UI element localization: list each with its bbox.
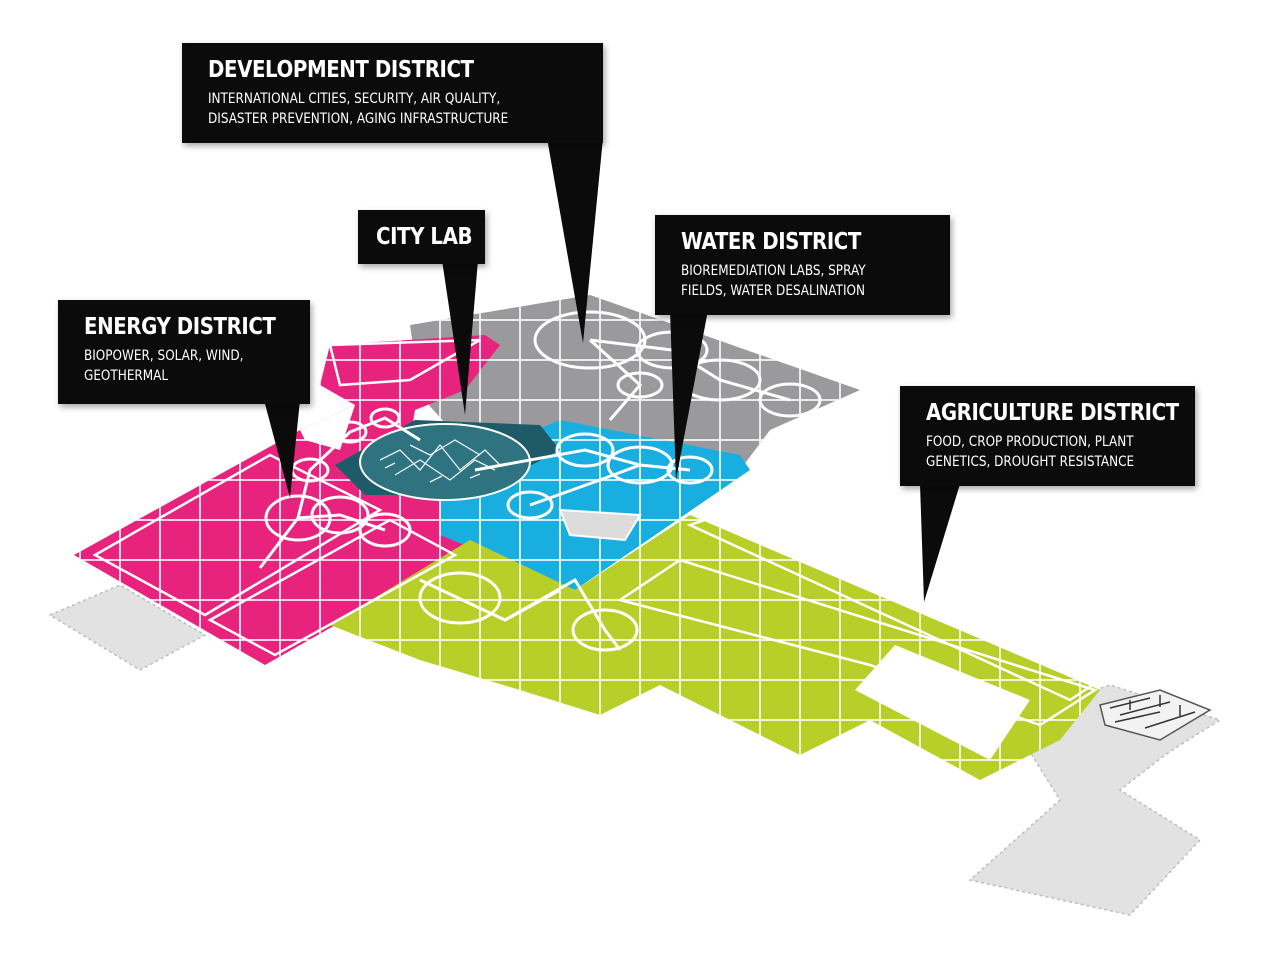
building-block-icon [1099, 689, 1212, 741]
outer-plot-left [48, 584, 207, 671]
development-title: DEVELOPMENT DISTRICT [208, 57, 474, 83]
water-pointer [670, 310, 708, 480]
agriculture-description: FOOD, CROP PRODUCTION, PLANT GENETICS, D… [926, 434, 1135, 470]
water-description: BIOREMEDIATION LABS, SPRAY FIELDS, WATER… [681, 263, 866, 299]
water-title: WATER DISTRICT [681, 229, 861, 255]
energy-callout: ENERGY DISTRICT BIOPOWER, SOLAR, WIND, G… [58, 300, 310, 404]
city-lab-pointer [442, 260, 478, 415]
agriculture-pointer [920, 484, 960, 602]
city-lab-title: CITY LAB [376, 224, 473, 250]
energy-description: BIOPOWER, SOLAR, WIND, GEOTHERMAL [84, 348, 244, 384]
agriculture-title: AGRICULTURE DISTRICT [926, 400, 1179, 426]
energy-title: ENERGY DISTRICT [84, 314, 276, 340]
agriculture-callout: AGRICULTURE DISTRICT FOOD, CROP PRODUCTI… [900, 386, 1195, 486]
development-pointer [547, 138, 603, 343]
development-description: INTERNATIONAL CITIES, SECURITY, AIR QUAL… [208, 91, 509, 127]
development-callout: DEVELOPMENT DISTRICT INTERNATIONAL CITIE… [182, 43, 603, 143]
water-callout: WATER DISTRICT BIOREMEDIATION LABS, SPRA… [655, 215, 950, 315]
energy-pointer [264, 400, 300, 498]
city-lab-callout: CITY LAB [358, 210, 485, 264]
